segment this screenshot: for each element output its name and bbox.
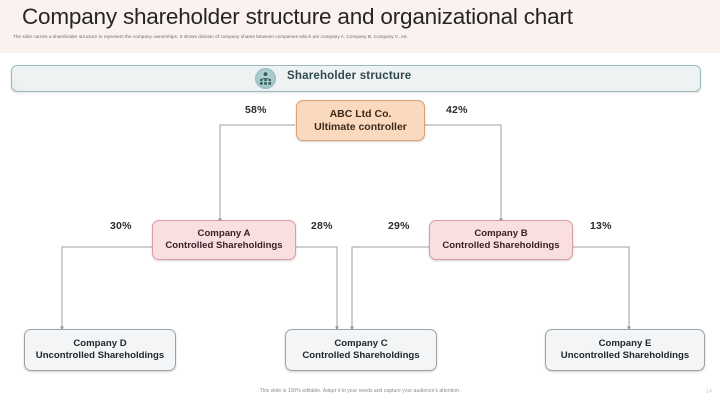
- node-company-e[interactable]: Company E Uncontrolled Shareholdings: [545, 329, 705, 371]
- node-company-b-line2: Controlled Shareholdings: [442, 240, 560, 251]
- node-company-d-line2: Uncontrolled Shareholdings: [35, 350, 165, 361]
- node-abc-ltd-line1: ABC Ltd Co.: [329, 107, 392, 120]
- node-company-d-line1: Company D: [73, 338, 127, 350]
- node-company-d[interactable]: Company D Uncontrolled Shareholdings: [24, 329, 176, 371]
- node-company-a-line2: Controlled Shareholdings: [165, 240, 283, 251]
- section-banner-label: Shareholder structure: [287, 70, 412, 82]
- pct-company-b-to-company-c: 29%: [388, 220, 410, 232]
- node-company-e-line1: Company E: [598, 338, 652, 350]
- node-company-a-line1: Company A: [197, 228, 251, 240]
- node-company-b[interactable]: Company B Controlled Shareholdings: [429, 220, 573, 260]
- org-chart: ABC Ltd Co. Ultimate controller Company …: [0, 92, 720, 384]
- pct-company-a-to-company-c: 28%: [311, 220, 333, 232]
- page-number: 14: [705, 389, 712, 395]
- node-company-c-line2: Controlled Shareholdings: [302, 350, 420, 361]
- pct-company-b-to-company-e: 13%: [590, 220, 612, 232]
- node-company-c[interactable]: Company C Controlled Shareholdings: [285, 329, 437, 371]
- shareholder-group-icon: [255, 68, 276, 89]
- slide-header: Company shareholder structure and organi…: [0, 0, 720, 53]
- page-subtitle: The slide carries a shareholder structur…: [13, 34, 409, 39]
- node-company-c-line1: Company C: [334, 338, 388, 350]
- page-title: Company shareholder structure and organi…: [22, 4, 573, 29]
- section-banner: [11, 65, 701, 92]
- section-banner-inner: [16, 69, 698, 90]
- pct-abc-to-company-b: 42%: [446, 104, 468, 116]
- node-company-a[interactable]: Company A Controlled Shareholdings: [152, 220, 296, 260]
- footer-note: This slide is 100% editable. Adapt it to…: [259, 388, 461, 394]
- node-company-b-line1: Company B: [474, 228, 528, 240]
- node-abc-ltd[interactable]: ABC Ltd Co. Ultimate controller: [296, 100, 425, 141]
- node-abc-ltd-line2: Ultimate controller: [314, 120, 407, 133]
- connector-lines: [60, 124, 631, 331]
- pct-company-a-to-company-d: 30%: [110, 220, 132, 232]
- node-company-e-line2: Uncontrolled Shareholdings: [560, 350, 690, 361]
- pct-abc-to-company-a: 58%: [245, 104, 267, 116]
